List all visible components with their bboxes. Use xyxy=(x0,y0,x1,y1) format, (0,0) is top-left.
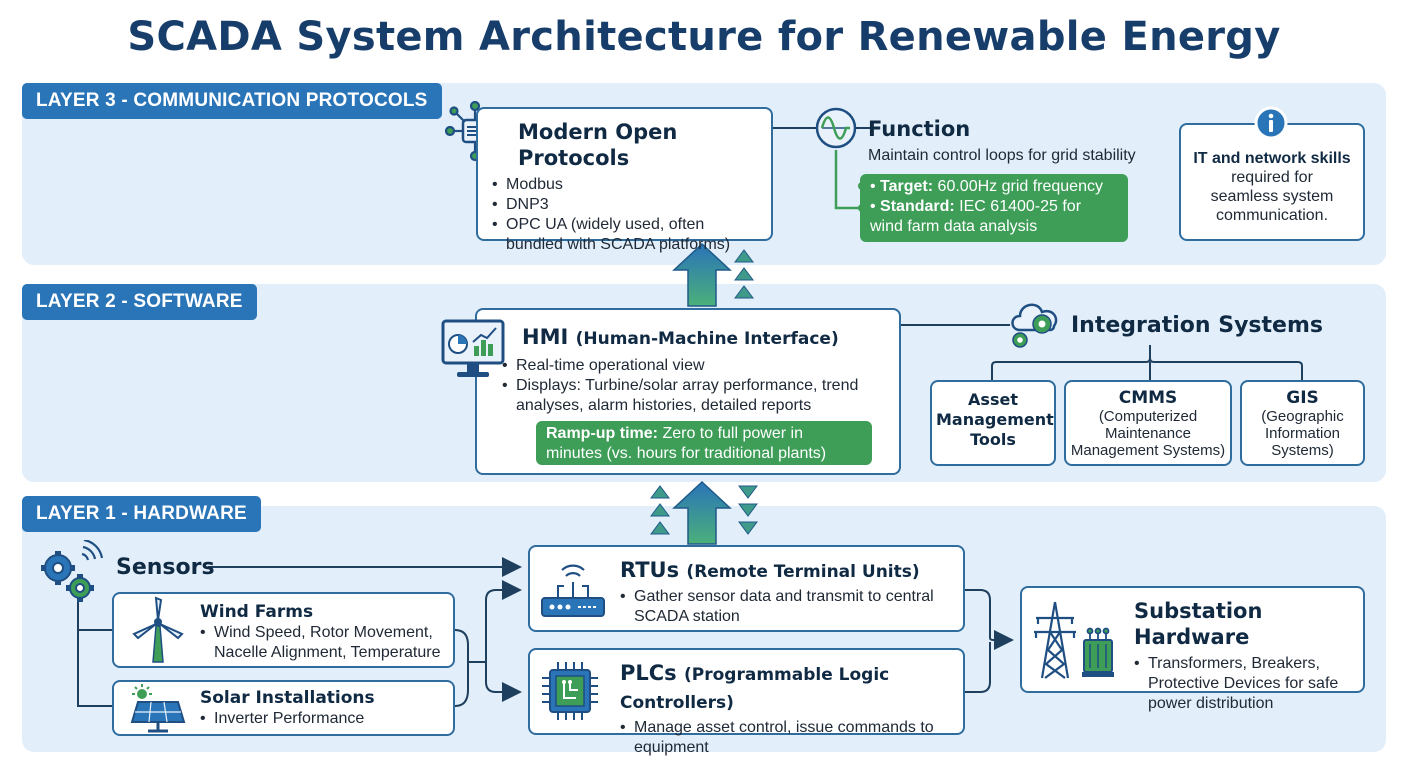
sensors-heading: Sensors xyxy=(116,555,215,580)
hmi-item: Displays: Turbine/solar array performanc… xyxy=(502,376,889,416)
rampup-badge: Ramp-up time: Zero to full power in minu… xyxy=(536,421,872,465)
protocols-heading: Modern Open Protocols xyxy=(518,120,678,170)
sine-wave-icon xyxy=(814,106,858,150)
function-details: • Target: 60.00Hz grid frequency • Stand… xyxy=(860,174,1128,242)
integration-heading: Integration Systems xyxy=(1071,313,1323,338)
info-box: IT and network skills required for seaml… xyxy=(1179,123,1365,241)
cloud-gear-icon xyxy=(1006,294,1064,350)
gis-desc: (Geographic Information Systems) xyxy=(1261,408,1344,459)
transformer-icon xyxy=(1078,626,1118,680)
solar-item: Inverter Performance xyxy=(200,709,447,729)
router-icon xyxy=(538,556,610,622)
function-heading: Function xyxy=(868,117,971,141)
target-line: • Target: 60.00Hz grid frequency xyxy=(870,178,1103,195)
hmi-item: Real-time operational view xyxy=(502,356,889,376)
protocol-item: Modbus xyxy=(492,175,757,195)
asset-title: Asset Management Tools xyxy=(936,390,1054,449)
info-icon xyxy=(1254,106,1288,140)
cmms-title: CMMS xyxy=(1118,388,1178,408)
wind-item: Wind Speed, Rotor Movement, Nacelle Alig… xyxy=(200,623,447,663)
function-description: Maintain control loops for grid stabilit… xyxy=(868,147,1136,164)
hmi-heading: HMI (Human-Machine Interface) xyxy=(522,325,839,349)
page-title: SCADA System Architecture for Renewable … xyxy=(127,14,1281,60)
rtus-box: RTUs (Remote Terminal Units) Gather sens… xyxy=(528,545,965,632)
standard-line: • Standard: IEC 61400-25 for wind farm d… xyxy=(870,198,1082,235)
solar-list: Inverter Performance xyxy=(200,709,447,729)
rtus-item: Gather sensor data and transmit to centr… xyxy=(620,587,957,627)
solar-box: Solar Installations Inverter Performance xyxy=(112,680,455,736)
gis-title: GIS xyxy=(1286,388,1319,408)
gears-wireless-icon xyxy=(36,538,106,606)
monitor-chart-icon xyxy=(440,318,506,382)
protocols-list: Modbus DNP3 OPC UA (widely used, often b… xyxy=(492,175,757,255)
plcs-box: PLCs (Programmable Logic Controllers) Ma… xyxy=(528,648,965,756)
wind-heading: Wind Farms xyxy=(200,602,314,622)
gis-box: GIS (Geographic Information Systems) xyxy=(1240,380,1365,466)
layer3-tag: LAYER 3 - COMMUNICATION PROTOCOLS xyxy=(22,83,442,119)
protocol-item: DNP3 xyxy=(492,195,757,215)
substation-box: Substation Hardware Transformers, Breake… xyxy=(1020,586,1365,712)
cmms-desc: (Computerized Maintenance Management Sys… xyxy=(1070,408,1226,459)
wind-turbine-icon xyxy=(130,596,186,664)
power-tower-icon xyxy=(1030,600,1080,680)
layer1-tag: LAYER 1 - HARDWARE xyxy=(22,496,261,532)
asset-management-box: Asset Management Tools xyxy=(930,380,1056,466)
substation-heading: Substation Hardware xyxy=(1134,599,1263,649)
protocols-box: Modern Open Protocols Modbus DNP3 OPC UA… xyxy=(476,107,773,253)
info-text: required for seamless system communicati… xyxy=(1210,169,1334,224)
solar-panel-icon xyxy=(124,684,186,734)
plcs-list: Manage asset control, issue commands to … xyxy=(620,718,957,758)
substation-item: Transformers, Breakers, Protective Devic… xyxy=(1134,654,1353,714)
chip-icon xyxy=(540,658,600,724)
rtus-heading: RTUs (Remote Terminal Units) xyxy=(620,558,920,582)
info-bold: IT and network skills xyxy=(1193,150,1351,167)
layer2-tag: LAYER 2 - SOFTWARE xyxy=(22,284,257,320)
substation-list: Transformers, Breakers, Protective Devic… xyxy=(1134,654,1353,714)
cmms-box: CMMS (Computerized Maintenance Managemen… xyxy=(1064,380,1232,466)
protocol-item: OPC UA (widely used, often bundled with … xyxy=(492,215,757,255)
rtus-list: Gather sensor data and transmit to centr… xyxy=(620,587,957,627)
plcs-item: Manage asset control, issue commands to … xyxy=(620,718,957,758)
hmi-list: Real-time operational view Displays: Tur… xyxy=(502,356,889,416)
plcs-heading: PLCs (Programmable Logic Controllers) xyxy=(620,661,890,713)
wind-list: Wind Speed, Rotor Movement, Nacelle Alig… xyxy=(200,623,447,663)
solar-heading: Solar Installations xyxy=(200,688,375,708)
